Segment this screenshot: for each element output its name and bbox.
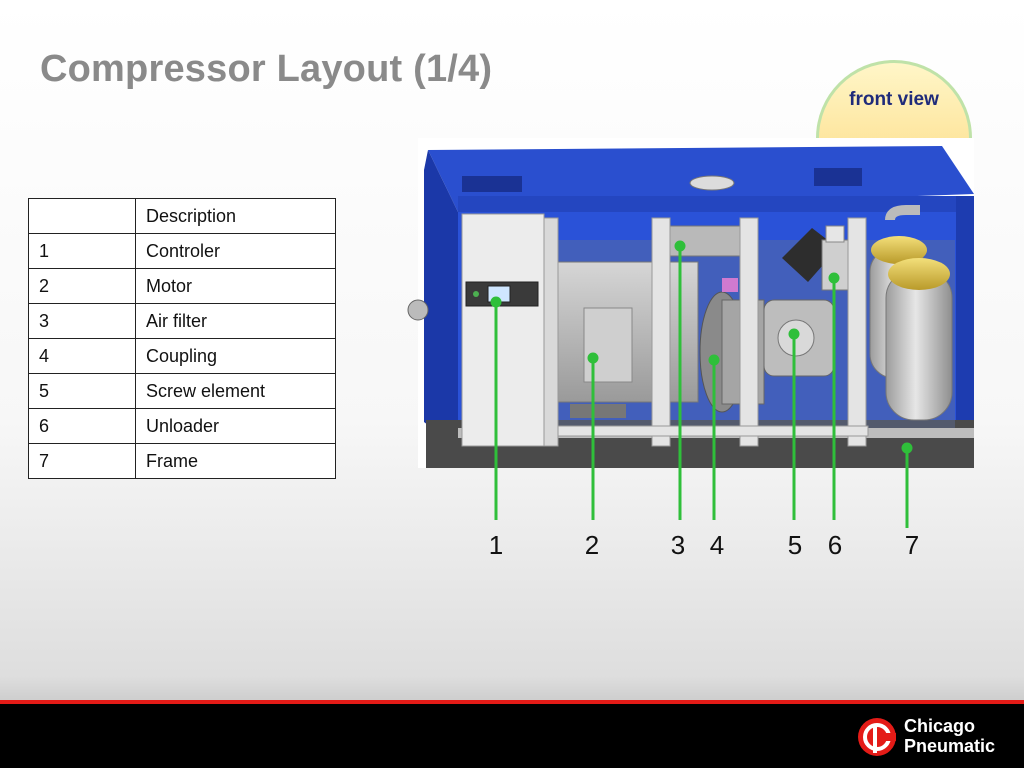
- callout-dot-2: [587, 352, 599, 364]
- post-2: [651, 217, 671, 447]
- controller-panel-door: [461, 213, 545, 447]
- callout-dot-3: [674, 240, 686, 252]
- table-row: 6 Unloader: [28, 408, 336, 444]
- description-table: Description 1 Controler 2 Motor 3 Air fi…: [28, 198, 336, 479]
- controller-led: [473, 291, 479, 297]
- slide-title: Compressor Layout (1/4): [40, 48, 493, 90]
- table-cell-number: 7: [28, 443, 136, 479]
- callout-number-2: 2: [585, 530, 599, 560]
- callout-number-6: 6: [828, 530, 842, 560]
- front-tank: [885, 269, 953, 421]
- enclosure-top-edge: [458, 196, 974, 212]
- callout-dot-5: [788, 328, 800, 340]
- table-row: 4 Coupling: [28, 338, 336, 374]
- table-cell-description: Motor: [135, 268, 336, 304]
- enclosure-right-post: [956, 196, 974, 448]
- front-tank-dome: [888, 258, 950, 290]
- table-cell-description: Frame: [135, 443, 336, 479]
- callout-number-1: 1: [489, 530, 503, 560]
- post-3: [739, 217, 759, 447]
- callout-number-7: 7: [905, 530, 919, 560]
- callout-number-5: 5: [788, 530, 802, 560]
- callout-number-4: 4: [710, 530, 724, 560]
- table-cell-description: Unloader: [135, 408, 336, 444]
- motor-feet: [570, 404, 626, 418]
- chicago-pneumatic-logo: Chicago Pneumatic: [856, 716, 1016, 758]
- enclosure-posts: [461, 213, 869, 447]
- post-1: [543, 217, 559, 447]
- separator-tanks: [869, 205, 953, 421]
- table-cell-number: 6: [28, 408, 136, 444]
- table-cell-description: Controler: [135, 233, 336, 269]
- callout-dot-7: [901, 442, 913, 454]
- callout-dot-6: [828, 272, 840, 284]
- table-cell-number: 4: [28, 338, 136, 374]
- logo-line-1: Chicago: [904, 716, 976, 736]
- callout-dot-4: [708, 354, 720, 366]
- table-row: 2 Motor: [28, 268, 336, 304]
- motor-terminal-box: [583, 307, 633, 383]
- footer-bar: [0, 700, 1024, 768]
- controller: [465, 281, 539, 307]
- roof-grille: [462, 176, 522, 192]
- front-view-label: front view: [849, 89, 939, 110]
- roof-grille-right: [814, 168, 862, 186]
- post-4: [847, 217, 867, 447]
- screw-element: [763, 299, 835, 377]
- table-row: 7 Frame: [28, 443, 336, 479]
- callout-lines: [490, 240, 913, 528]
- tank-pipe: [885, 205, 920, 221]
- rear-tank-dome: [871, 236, 927, 264]
- side-connection: [407, 299, 429, 321]
- callout-number-3: 3: [671, 530, 685, 560]
- table-header-cell: Description: [135, 198, 336, 234]
- table-cell-number: 3: [28, 303, 136, 339]
- table-row: 3 Air filter: [28, 303, 336, 339]
- unloader-cap: [825, 225, 845, 243]
- logo-line-2: Pneumatic: [904, 736, 996, 756]
- enclosure-left-side: [424, 150, 458, 448]
- logo-wordmark: Chicago Pneumatic: [904, 716, 995, 756]
- cp-logo-icon: [858, 718, 896, 756]
- roof-air-outlet: [689, 175, 735, 191]
- air-filter-housing: [669, 225, 751, 257]
- coupling-marker: [722, 278, 738, 292]
- table-cell-description: Air filter: [135, 303, 336, 339]
- motor: [557, 261, 699, 418]
- callout-dot-1: [490, 296, 502, 308]
